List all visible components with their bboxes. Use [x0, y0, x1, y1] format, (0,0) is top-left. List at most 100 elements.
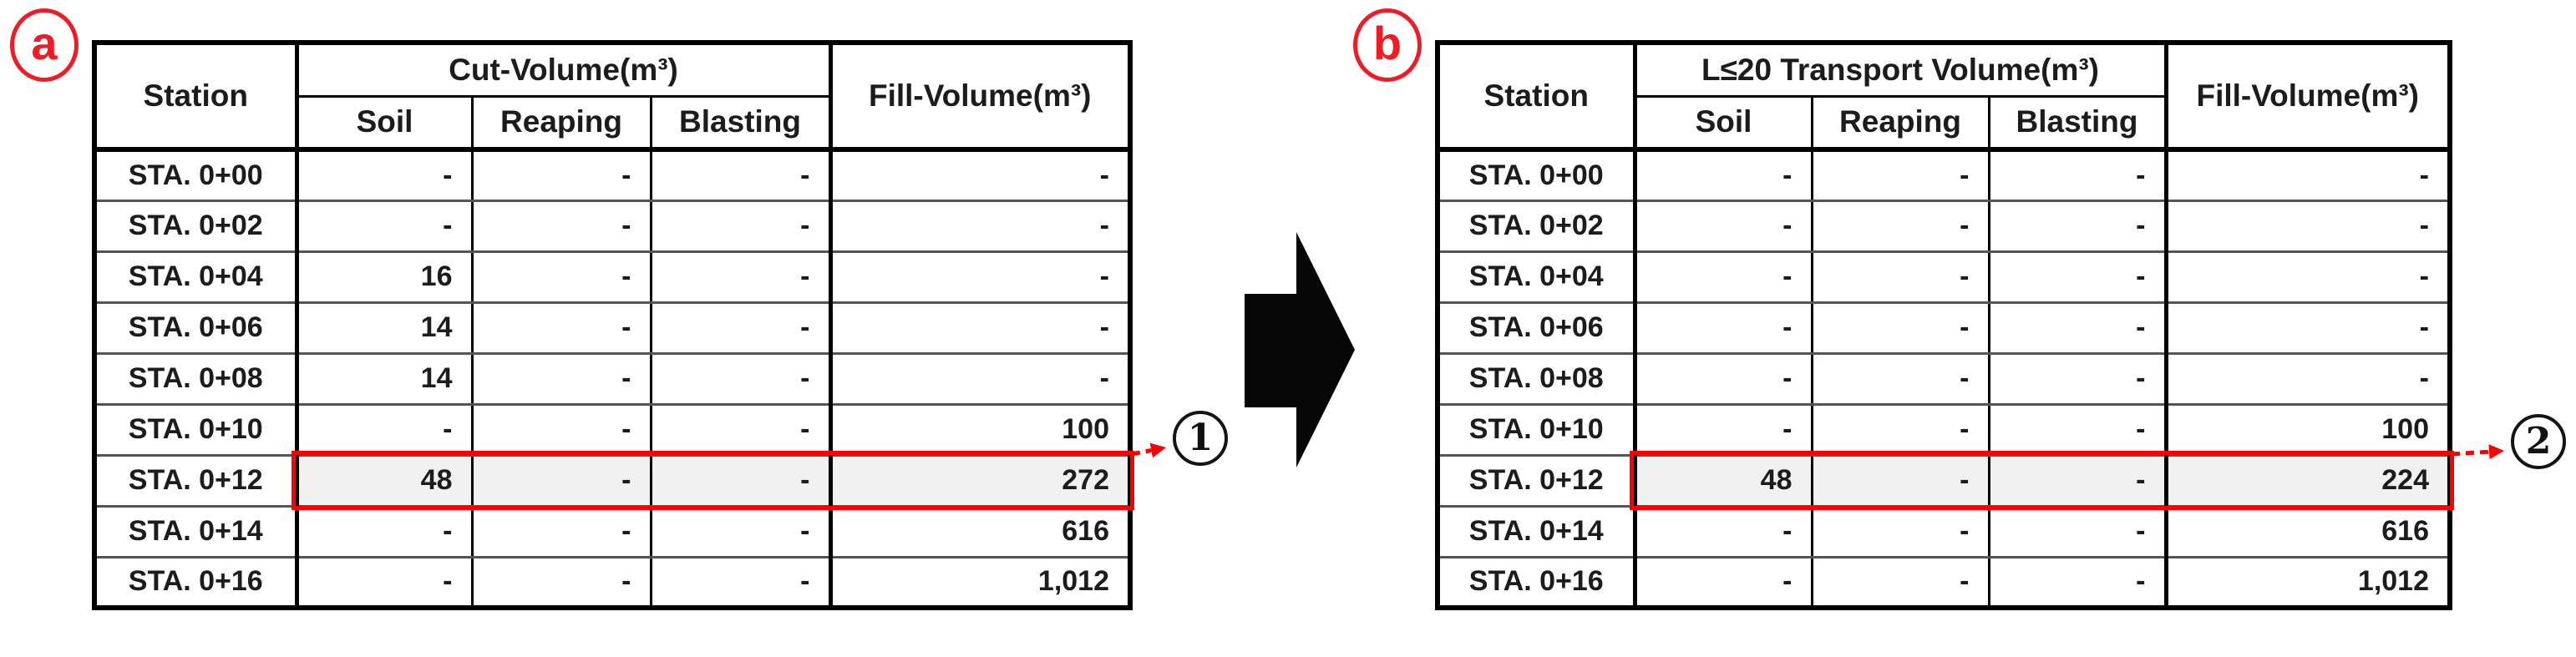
station-cell: STA. 0+10	[1438, 404, 1637, 457]
panel-b-badge-label: b	[1372, 17, 1402, 69]
panel-a-badge: a	[10, 8, 79, 82]
table-row: STA. 0+00----	[94, 149, 1130, 202]
value-cell: 1,012	[2357, 565, 2429, 598]
cut-volume-table-wrap: Station Cut-Volume(m³) Fill-Volume(m³) S…	[92, 40, 1133, 610]
value-cell: -	[651, 455, 833, 508]
station-cell: STA. 0+12	[1438, 455, 1637, 508]
table-row: STA. 0+04----	[1438, 251, 2450, 304]
station-cell: STA. 0+02	[94, 200, 299, 253]
station-header-cell: Station	[1438, 43, 1637, 152]
value-cell: 616	[830, 506, 1130, 558]
subheader-cell-reaping: Reaping	[1812, 96, 1990, 152]
value-cell: -	[1989, 506, 2168, 558]
value-cell: -	[2166, 149, 2450, 202]
value-cell: -	[472, 455, 652, 508]
value-cell: -	[2166, 251, 2450, 304]
table-subheader-row: Soil Reaping Blasting	[94, 96, 1130, 152]
value-cell: -	[297, 557, 474, 608]
table-row: STA. 0+02----	[1438, 200, 2450, 253]
table-subheader-row: Soil Reaping Blasting	[1438, 96, 2450, 152]
value-cell: 616	[2166, 506, 2450, 558]
value-cell: -	[1989, 251, 2168, 304]
fill-volume-header-cell: Fill-Volume(m³)	[2166, 43, 2450, 152]
subheader-cell-blasting: Blasting	[651, 96, 833, 152]
value-cell: -	[1812, 557, 1990, 608]
value-cell: -	[1812, 506, 1990, 558]
transport-volume-table-wrap: Station L≤20 Transport Volume(m³) Fill-V…	[1435, 40, 2452, 610]
value-cell: -	[1635, 302, 1813, 355]
value-cell: -	[297, 149, 474, 202]
table-row: STA. 0+10---100	[1438, 404, 2450, 457]
station-cell: STA. 0+06	[1438, 302, 1637, 355]
callout-1-circle: 1	[1173, 411, 1228, 466]
value-cell: -	[651, 302, 833, 355]
transport-volume-table: Station L≤20 Transport Volume(m³) Fill-V…	[1435, 40, 2452, 610]
station-cell: STA. 0+08	[94, 353, 299, 406]
station-cell: STA. 0+02	[1438, 200, 1637, 253]
value-cell: -	[651, 149, 833, 202]
value-cell: -	[472, 251, 652, 304]
station-cell: STA. 0+16	[94, 557, 299, 608]
subheader-cell-reaping: Reaping	[472, 96, 652, 152]
station-header-cell: Station	[94, 43, 299, 152]
value-cell: -	[297, 200, 474, 253]
value-cell: -	[1989, 557, 2168, 608]
station-cell: STA. 0+06	[94, 302, 299, 355]
value-cell: -	[830, 251, 1130, 304]
value-cell: -	[651, 200, 833, 253]
station-cell: STA. 0+00	[94, 149, 299, 202]
value-cell: -	[651, 404, 833, 457]
value-cell: 14	[297, 302, 474, 355]
value-cell: -	[1812, 353, 1990, 406]
station-cell: STA. 0+14	[1438, 506, 1637, 558]
value-cell: -	[651, 251, 833, 304]
group-header-cell: Cut-Volume(m³)	[297, 43, 833, 98]
table-row: STA. 0+16---1,012	[94, 557, 1130, 608]
value-cell: -	[472, 557, 652, 608]
value-cell: -	[297, 506, 474, 558]
value-cell: -	[1812, 149, 1990, 202]
value-cell: -	[830, 302, 1130, 355]
value-cell: 48	[1635, 455, 1813, 508]
value-cell: 14	[297, 353, 474, 406]
callout-1-label: 1	[1187, 417, 1214, 459]
value-cell: -	[1635, 251, 1813, 304]
callout-leader-arrowhead-icon	[1149, 442, 1166, 458]
value-cell: -	[1989, 353, 2168, 406]
value-cell: 1,012	[1037, 565, 1109, 598]
value-cell: -	[1989, 404, 2168, 457]
value-cell: -	[1989, 302, 2168, 355]
callout-2-circle: 2	[2511, 414, 2566, 469]
value-cell: -	[472, 200, 652, 253]
value-cell: -	[1812, 200, 1990, 253]
table-row: STA. 0+00----	[1438, 149, 2450, 202]
callout-2-label: 2	[2525, 420, 2552, 462]
table-row: STA. 0+06----	[1438, 302, 2450, 355]
subheader-cell-soil: Soil	[1635, 96, 1813, 152]
value-cell: -	[651, 353, 833, 406]
value-cell: -	[1989, 455, 2168, 508]
table-row: STA. 0+14---616	[94, 506, 1130, 558]
station-cell: STA. 0+16	[1438, 557, 1637, 608]
table-row: STA. 0+16---1,012	[1438, 557, 2450, 608]
value-cell: -	[651, 557, 833, 608]
table-row: STA. 0+10---100	[94, 404, 1130, 457]
value-cell: -	[297, 404, 474, 457]
value-cell: -	[2166, 200, 2450, 253]
group-header-cell: L≤20 Transport Volume(m³)	[1635, 43, 2168, 98]
cut-volume-table: Station Cut-Volume(m³) Fill-Volume(m³) S…	[92, 40, 1133, 610]
value-cell: -	[2166, 302, 2450, 355]
station-cell: STA. 0+14	[94, 506, 299, 558]
value-cell: -	[651, 506, 833, 558]
station-cell: STA. 0+08	[1438, 353, 1637, 406]
station-cell: STA. 0+10	[94, 404, 299, 457]
value-cell: -	[1635, 149, 1813, 202]
subheader-cell-blasting: Blasting	[1989, 96, 2168, 152]
value-cell: 224	[2166, 455, 2450, 508]
value-cell: -	[1812, 251, 1990, 304]
value-cell: -	[2166, 353, 2450, 406]
value-cell: -	[1812, 404, 1990, 457]
